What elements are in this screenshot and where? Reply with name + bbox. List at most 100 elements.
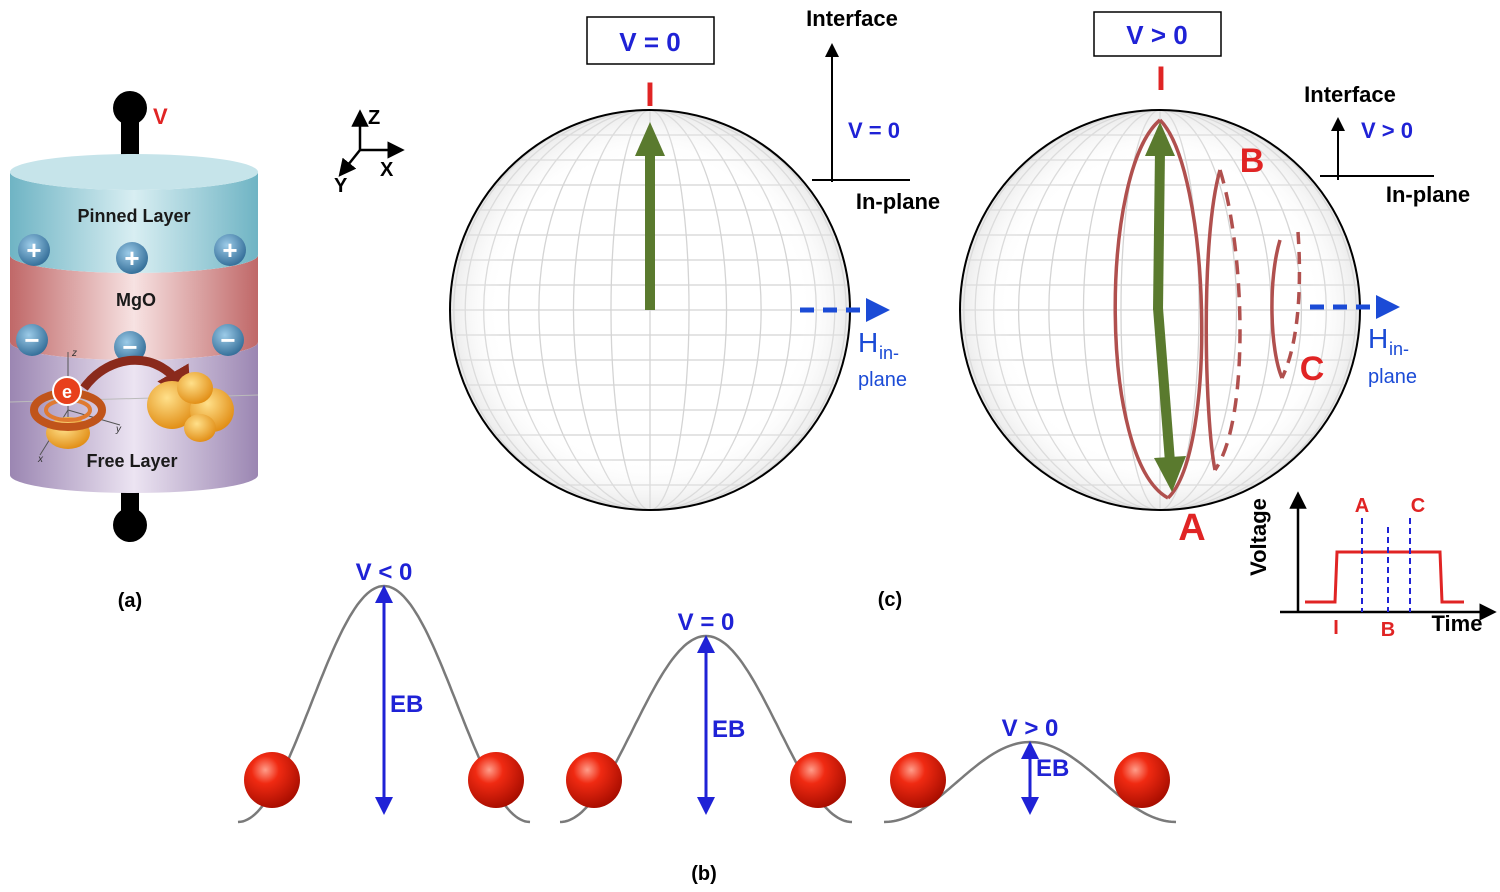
point-b-label: B [1240,142,1265,180]
y-axis-label: Y [334,175,348,197]
pulse-marker-c: C [1411,495,1425,517]
voltage-state-label: V = 0 [619,27,680,57]
initial-point-label: I [1156,60,1165,98]
pulse-waveform [1305,550,1464,604]
negative-charge [16,324,48,356]
sphere-outline [959,109,1361,511]
magnetization-arrowhead-down [1154,456,1186,492]
anisotropy-voltage-label: V > 0 [1361,118,1413,143]
well-voltage-label: V < 0 [356,559,413,586]
h-inplane-sub: in- [1389,339,1409,359]
h-inplane-sub2: plane [1368,366,1417,388]
energy-well: V > 0 EB [883,715,1177,824]
energy-well: V = 0 EB [559,609,853,824]
negative-charges: − − − [16,324,244,363]
orbital-axis-x-label: x [37,454,44,465]
magnetization-state-ball [566,752,622,808]
pulse-marker-i: I [1333,617,1339,639]
panel-a-caption: (a) [118,590,142,612]
voltage-state-box [586,16,715,65]
h-inplane-arrowhead [1376,295,1400,319]
magnetization-state-ball [790,752,846,808]
pulse-marker-b: B [1381,619,1395,641]
h-inplane-sub: in- [879,343,899,363]
mgo-label: MgO [116,290,156,310]
d-lobe [184,414,216,442]
trajectory-loop-b-dashed [1213,169,1242,472]
panel-c-caption: (c) [878,589,902,611]
orbital-illustration: z y x e [9,348,259,465]
magnetization-arrowhead-up [1145,122,1175,156]
in-plane-label: In-plane [1386,182,1470,207]
energy-barrier-label: EB [390,691,423,718]
orbital-axis-z-label: z [71,348,77,359]
positive-charge [116,242,148,274]
plus-sign: + [222,235,237,265]
magnetization-arrowhead [635,122,665,156]
interface-label: Interface [806,6,898,31]
xyz-axes-icon: Z X Y [334,107,405,197]
sphere-v-positive: V > 0 I B C A H in- plane Interface V > … [959,11,1470,549]
magnetization-state-ball [1114,752,1170,808]
electron-transfer-arrow [80,355,192,404]
h-inplane-label: H [1368,323,1388,354]
minus-sign: − [220,325,235,355]
pinned-layer-body [10,172,258,273]
well-voltage-label: V > 0 [1002,715,1059,742]
electron [52,376,82,406]
plus-sign: + [26,235,41,265]
z-axis-label: Z [368,107,380,129]
energy-barrier-label: EB [712,716,745,743]
point-c-label: C [1300,350,1325,388]
pulse-y-label: Voltage [1246,498,1271,576]
d-orbital-lobes [147,372,234,442]
plus-sign: + [124,243,139,273]
precession-trajectory [1113,118,1302,500]
positive-charge [214,234,246,266]
voltage-state-box [1093,11,1222,57]
voltage-state-label: V > 0 [1126,20,1187,50]
positive-charge [18,234,50,266]
magnetization-state-ball [890,752,946,808]
magnetization-shaft-lower [1153,307,1175,463]
y-axis [338,149,361,177]
voltage-pulse-inset: A C I B Time Voltage [1246,491,1497,641]
energy-barrier-panel: V < 0 EB V = 0 EB V > 0 EB [237,559,1177,824]
magnetization-state-ball [468,752,524,808]
terminal-voltage-label: V [153,104,168,129]
mgo-barrier-body [10,255,258,360]
interface-label: Interface [1304,82,1396,107]
trajectory-loop-c-dashed [1280,231,1302,379]
pinned-layer-top [10,154,258,190]
d-lobe [177,372,213,404]
initial-point-label: I [645,76,654,114]
sphere-v-zero: V = 0 I H in- plane Interface V = 0 In-p… [449,6,940,511]
h-inplane-arrowhead [866,298,890,322]
orbital-axis-y-label: y [115,424,122,435]
pulse-marker-a: A [1355,495,1369,517]
negative-charge [114,331,146,363]
magnetization-state-ball [244,752,300,808]
h-inplane-label: H [858,327,878,358]
h-inplane-sub2: plane [858,369,907,391]
energy-barrier-label: EB [1036,755,1069,782]
magnetization-shaft-upper [1153,149,1165,311]
minus-sign: − [122,332,137,362]
point-a-label: A [1178,507,1205,549]
free-layer-label: Free Layer [86,451,177,471]
trajectory-loop-b-solid [1204,169,1222,471]
energy-well: V < 0 EB [237,559,531,824]
negative-charge [212,324,244,356]
well-voltage-label: V = 0 [678,609,735,636]
trajectory-back [1158,118,1204,500]
x-axis-label: X [380,159,394,181]
panel-b-caption: (b) [691,863,717,885]
bottom-terminal-knob [113,508,147,542]
minus-sign: − [24,325,39,355]
anisotropy-voltage-label: V = 0 [848,118,900,143]
positive-charges: + + + [18,234,246,274]
electron-label: e [62,382,72,402]
pinned-layer-label: Pinned Layer [77,206,190,226]
pulse-x-label: Time [1432,611,1483,636]
